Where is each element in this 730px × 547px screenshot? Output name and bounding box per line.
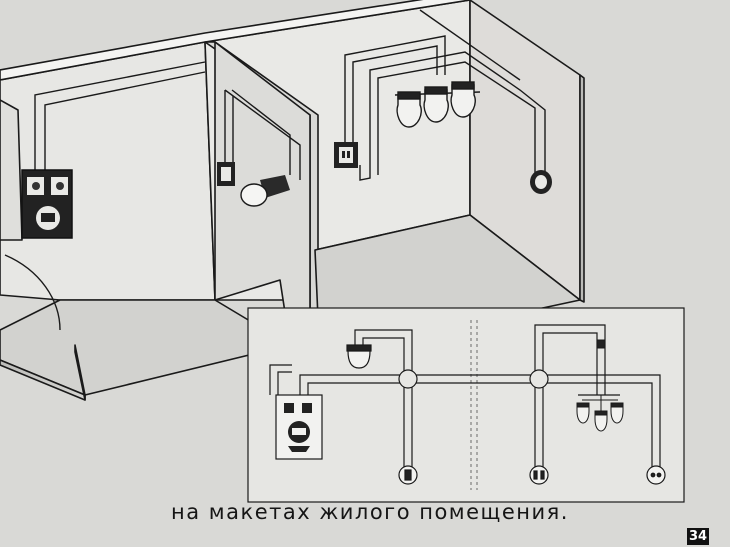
wiring-schematic <box>247 307 685 503</box>
page-number-badge: 34 <box>687 528 709 545</box>
schematic-partition <box>470 320 478 490</box>
schematic-outlets <box>398 465 666 485</box>
switch-right-room <box>334 142 358 168</box>
left-room-wiring <box>4 61 301 331</box>
socket-model <box>530 170 552 194</box>
left-wall-stub <box>0 99 23 241</box>
right-end-edge <box>579 74 585 303</box>
junction-boxes <box>398 369 549 389</box>
base-side <box>74 344 86 401</box>
schematic-lamp <box>346 344 372 369</box>
right-room-wiring <box>344 9 546 181</box>
schematic-panel <box>275 394 323 460</box>
chandelier-model <box>394 81 481 128</box>
switch-and-lamp-left-room <box>217 162 290 207</box>
wall-top-edge <box>0 0 471 81</box>
schematic-wires <box>269 324 661 470</box>
schematic-chandelier <box>576 339 624 432</box>
distribution-panel-model <box>21 169 73 239</box>
slide-caption: на макетах жилого помещения. <box>171 500 569 524</box>
